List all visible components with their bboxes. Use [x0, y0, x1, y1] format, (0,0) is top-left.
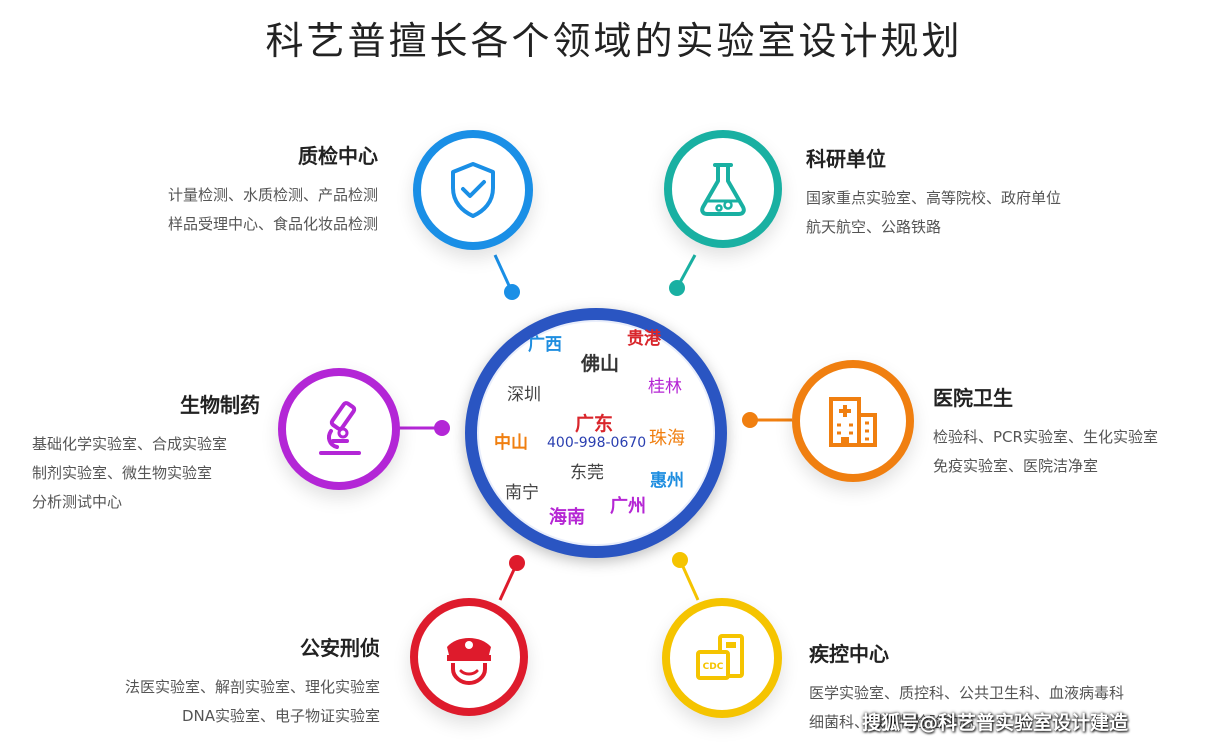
sector-hospital: 医院卫生 检验科、PCR实验室、生化实验室 免疫实验室、医院洁净室	[933, 382, 1158, 481]
shield-check-icon	[451, 162, 495, 218]
sector-cdc: 疾控中心 医学实验室、质控科、公共卫生科、血液病毒科 细菌科、微生物检验中心	[809, 638, 1124, 737]
sector-research: 科研单位 国家重点实验室、高等院校、政府单位 航天航空、公路铁路	[806, 143, 1061, 242]
police-icon	[447, 638, 491, 686]
city-label: 广西	[528, 335, 562, 355]
city-label: 中山	[494, 433, 528, 453]
sector-line: 医学实验室、质控科、公共卫生科、血液病毒科	[809, 684, 1125, 702]
sector-line: 航天航空、公路铁路	[806, 218, 942, 236]
sector-quality: 质检中心 计量检测、水质检测、产品检测 样品受理中心、食品化妆品检测	[168, 140, 378, 239]
connector-dot-quality	[504, 284, 520, 300]
sector-line: 计量检测、水质检测、产品检测	[167, 186, 378, 204]
city-label: 贵港	[627, 329, 661, 349]
city-label: 东莞	[570, 463, 604, 483]
sector-line: DNA实验室、电子物证实验室	[181, 707, 380, 725]
city-label: 广州	[610, 496, 646, 517]
sector-line: 检验科、PCR实验室、生化实验室	[933, 428, 1158, 446]
connector-dot-cdc	[672, 552, 688, 568]
cdc-icon: CDC	[696, 634, 744, 680]
sector-line: 免疫实验室、医院洁净室	[933, 457, 1099, 475]
connector-dot-police	[509, 555, 525, 571]
pharma-node	[278, 368, 400, 490]
city-label: 桂林	[648, 377, 682, 397]
police-node	[410, 598, 528, 716]
sector-title: 医院卫生	[933, 386, 1013, 410]
sector-title: 科研单位	[806, 147, 886, 171]
sector-police: 公安刑侦 法医实验室、解剖实验室、理化实验室 DNA实验室、电子物证实验室	[125, 632, 380, 731]
phone-number: 400-998-0670	[547, 435, 647, 451]
sector-title: 质检中心	[298, 144, 378, 168]
sector-line: 基础化学实验室、合成实验室	[32, 435, 228, 453]
city-label: 海南	[549, 507, 585, 528]
sector-line: 细菌科、微生物检验中心	[809, 713, 975, 731]
sector-pharma: 生物制药 基础化学实验室、合成实验室 制剂实验室、微生物实验室 分析测试中心	[32, 389, 260, 517]
hospital-node	[792, 360, 914, 482]
sector-line: 制剂实验室、微生物实验室	[32, 464, 213, 482]
city-label: 佛山	[581, 353, 620, 375]
connector-dot-hospital	[742, 412, 758, 428]
page-title: 科艺普擅长各个领域的实验室设计规划	[265, 19, 963, 63]
svg-text:CDC: CDC	[703, 662, 724, 672]
hospital-icon	[829, 397, 877, 447]
sector-title: 公安刑侦	[300, 636, 380, 660]
city-label: 惠州	[650, 471, 684, 491]
city-label: 深圳	[507, 385, 541, 405]
city-label: 广东	[575, 413, 614, 435]
sector-title: 疾控中心	[809, 642, 889, 666]
sector-line: 分析测试中心	[32, 493, 123, 511]
sector-title: 生物制药	[180, 393, 260, 417]
cdc-node: CDC	[662, 598, 782, 718]
research-node	[664, 130, 782, 248]
microscope-icon	[319, 401, 361, 455]
sector-line: 法医实验室、解剖实验室、理化实验室	[124, 678, 380, 696]
city-label: 南宁	[505, 483, 539, 503]
watermark: 搜狐号@科艺普实验室设计建造	[862, 712, 1129, 734]
connector-dot-research	[669, 280, 685, 296]
sector-line: 国家重点实验室、高等院校、政府单位	[806, 189, 1062, 207]
quality-node	[413, 130, 533, 250]
city-label: 珠海	[649, 428, 685, 449]
connector-dot-pharma	[434, 420, 450, 436]
region-hub: 广西 贵港 佛山 深圳 桂林 广东 中山 珠海 400-998-0670 东莞 …	[465, 308, 727, 558]
sector-line: 样品受理中心、食品化妆品检测	[167, 215, 378, 233]
flask-icon	[700, 163, 746, 216]
